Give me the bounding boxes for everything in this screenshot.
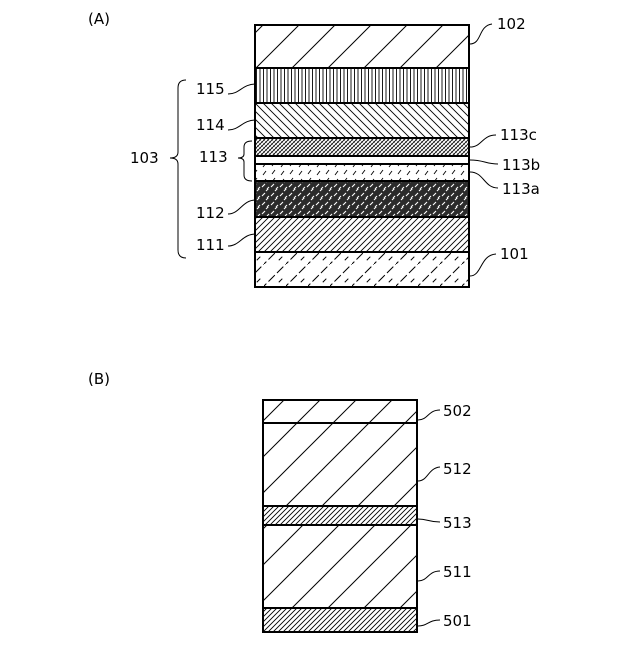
label-502: 502 (443, 402, 472, 420)
label-113c: 113c (500, 126, 537, 144)
leader-101 (470, 254, 496, 276)
layer-112 (255, 181, 469, 217)
layer-512 (263, 423, 417, 506)
leader-502 (418, 410, 440, 420)
brace-113 (238, 141, 252, 181)
panel-a-tag: (A) (88, 10, 110, 28)
layer-511 (263, 525, 417, 608)
leader-102 (470, 24, 492, 44)
label-512: 512 (443, 460, 472, 478)
panel-b-tag: (B) (88, 370, 110, 388)
layer-113b (255, 156, 469, 164)
label-103: 103 (130, 149, 159, 167)
label-114: 114 (196, 116, 225, 134)
layer-113a (255, 164, 469, 181)
leader-111 (228, 234, 256, 246)
panel-b-leaders (418, 410, 440, 626)
label-501: 501 (443, 612, 472, 630)
leader-501 (418, 620, 440, 626)
leader-113b (470, 160, 498, 164)
leader-113a (470, 172, 498, 188)
label-113: 113 (199, 148, 228, 166)
label-115: 115 (196, 80, 225, 98)
panel-b-stack (263, 400, 417, 632)
layer-513 (263, 506, 417, 525)
layer-113c (255, 138, 469, 156)
label-102: 102 (497, 15, 526, 33)
leader-513 (418, 519, 440, 522)
label-113b: 113b (502, 156, 540, 174)
layer-102 (255, 25, 469, 68)
layer-115 (255, 68, 469, 103)
layer-501 (263, 608, 417, 632)
leader-512 (418, 467, 440, 481)
label-112: 112 (196, 204, 225, 222)
brace-103 (170, 80, 186, 258)
layer-502 (263, 400, 417, 423)
layer-101 (255, 252, 469, 287)
leader-113c (470, 135, 496, 147)
label-113a: 113a (502, 180, 540, 198)
panel-a-stack (255, 25, 469, 287)
layer-111 (255, 217, 469, 252)
label-511: 511 (443, 563, 472, 581)
leader-115 (228, 84, 256, 94)
label-513: 513 (443, 514, 472, 532)
label-101: 101 (500, 245, 529, 263)
panel-a-braces (170, 80, 252, 258)
leader-511 (418, 571, 440, 581)
leader-112 (228, 200, 256, 214)
label-111: 111 (196, 236, 225, 254)
leader-114 (228, 120, 256, 130)
layer-114 (255, 103, 469, 138)
